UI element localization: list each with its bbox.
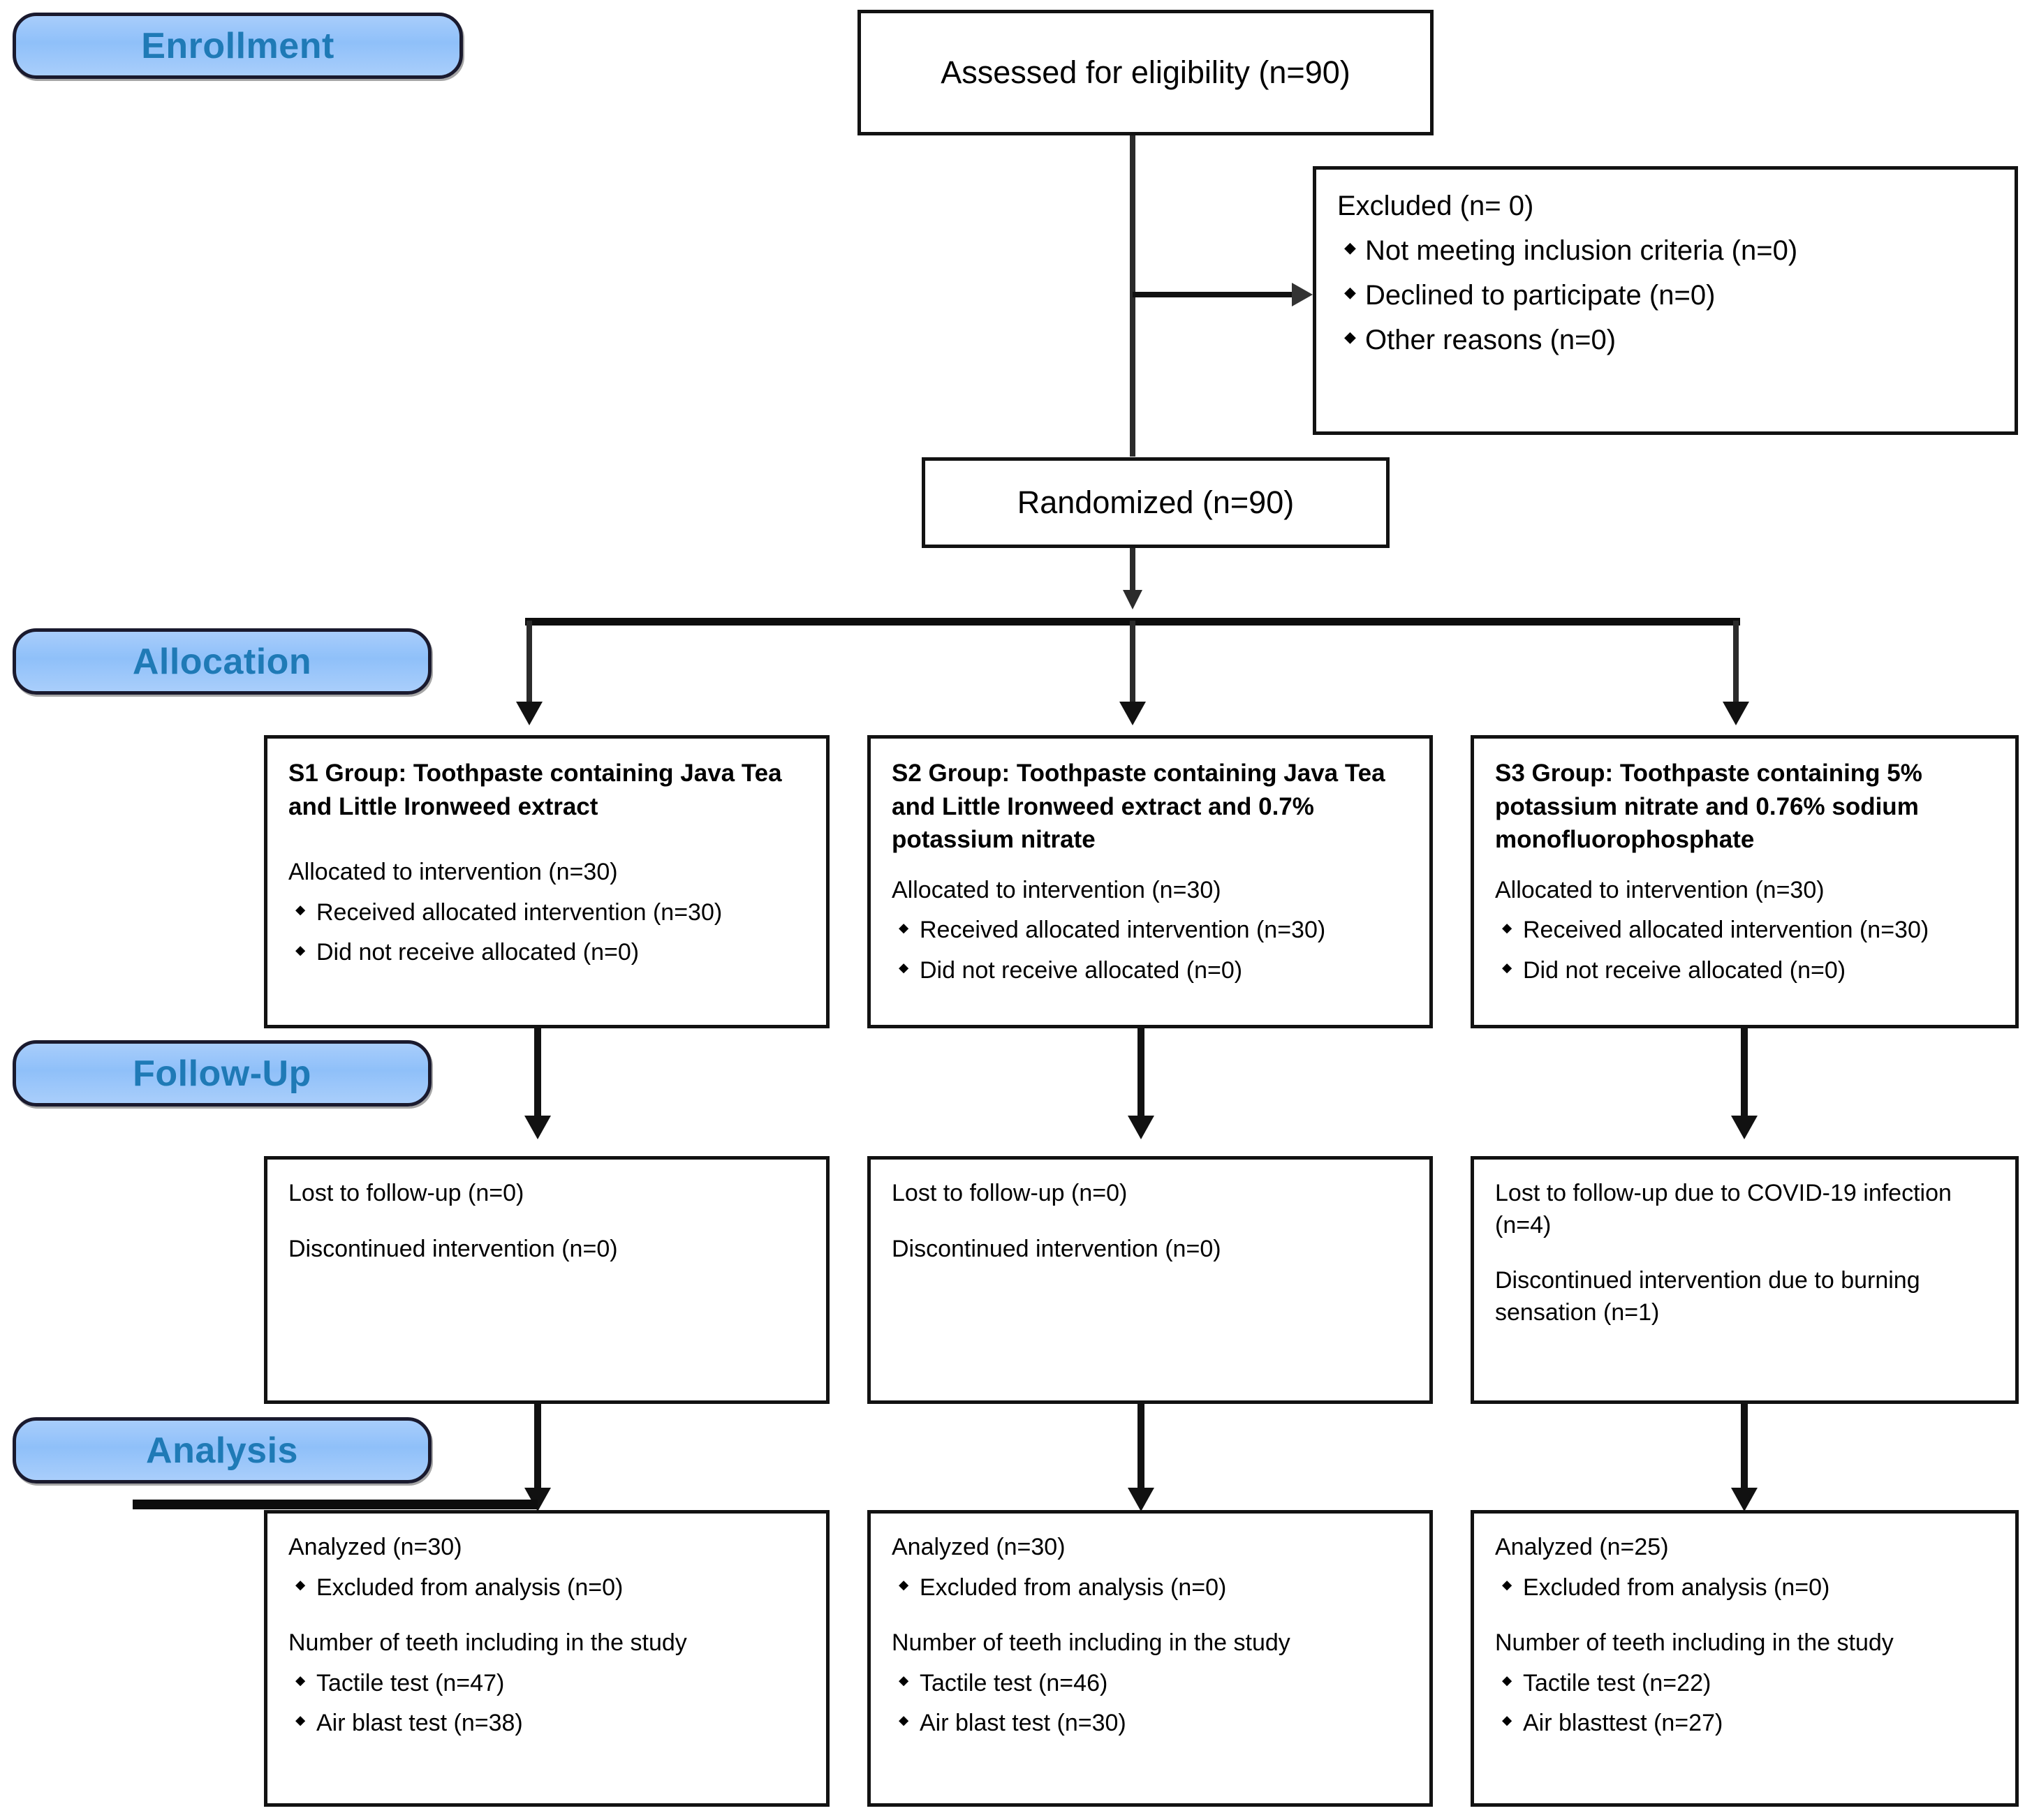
assessed-for-eligibility-text: Assessed for eligibility (n=90) <box>941 54 1350 91</box>
list-item: Air blast test (n=30) <box>892 1708 1411 1740</box>
analysis-box-s1: Analyzed (n=30) Excluded from analysis (… <box>264 1510 830 1807</box>
followup-box-s2: Lost to follow-up (n=0) Discontinued int… <box>867 1156 1433 1404</box>
connector-split-to-group2-arrowhead <box>1119 702 1146 725</box>
teeth-count-title: Number of teeth including in the study <box>1495 1629 1894 1657</box>
connector-followup2-to-analysis2-arrowhead <box>1128 1488 1154 1511</box>
randomized-text: Randomized (n=90) <box>1017 484 1295 521</box>
allocated-to-intervention: Allocated to intervention (n=30) <box>288 859 618 886</box>
lost-to-followup: Lost to follow-up (n=0) <box>288 1180 524 1206</box>
teeth-test-list: Tactile test (n=47) Air blast test (n=38… <box>288 1668 808 1740</box>
list-item: Received allocated intervention (n=30) <box>892 915 1411 947</box>
analysis-box-s3: Analyzed (n=25) Excluded from analysis (… <box>1471 1510 2019 1807</box>
analysis-excluded-list: Excluded from analysis (n=0) <box>288 1572 808 1604</box>
stage-label-enrollment: Enrollment <box>13 13 463 79</box>
followup-box-s3: Lost to follow-up due to COVID-19 infect… <box>1471 1156 2019 1404</box>
connector-group2-to-followup2-arrowhead <box>1128 1116 1154 1139</box>
allocation-item-list: Received allocated intervention (n=30) D… <box>288 897 808 969</box>
connector-followup2-to-analysis2 <box>1137 1404 1144 1495</box>
connector-split-to-group2 <box>1130 621 1135 704</box>
allocation-box-s2: S2 Group: Toothpaste containing Java Tea… <box>867 735 1433 1028</box>
analysis-excluded-list: Excluded from analysis (n=0) <box>1495 1572 1997 1604</box>
allocated-to-intervention: Allocated to intervention (n=30) <box>1495 876 1825 903</box>
connector-split-to-group1 <box>526 621 532 704</box>
connector-randomized-down <box>1130 548 1135 597</box>
discontinued-intervention: Discontinued intervention (n=0) <box>288 1235 618 1262</box>
stage-label-followup-text: Follow-Up <box>133 1053 311 1094</box>
list-item: Air blast test (n=38) <box>288 1708 808 1740</box>
allocation-heading: S1 Group: Toothpaste containing Java Tea… <box>288 760 782 820</box>
followup-box-s1: Lost to follow-up (n=0) Discontinued int… <box>264 1156 830 1404</box>
list-item: Not meeting inclusion criteria (n=0) <box>1337 232 1996 269</box>
teeth-count-title: Number of teeth including in the study <box>288 1629 687 1657</box>
list-item: Tactile test (n=46) <box>892 1668 1411 1700</box>
stage-label-followup: Follow-Up <box>13 1040 432 1107</box>
allocation-item-list: Received allocated intervention (n=30) D… <box>1495 915 1997 986</box>
connector-randomized-down-arrowhead <box>1123 590 1142 609</box>
list-item: Did not receive allocated (n=0) <box>1495 955 1997 987</box>
teeth-test-list: Tactile test (n=22) Air blasttest (n=27) <box>1495 1668 1997 1740</box>
connector-group3-to-followup3-arrowhead <box>1731 1116 1758 1139</box>
list-item: Declined to participate (n=0) <box>1337 277 1996 313</box>
analysis-excluded-list: Excluded from analysis (n=0) <box>892 1572 1411 1604</box>
teeth-count-title: Number of teeth including in the study <box>892 1629 1290 1657</box>
connector-group2-to-followup2 <box>1137 1028 1144 1123</box>
teeth-test-list: Tactile test (n=46) Air blast test (n=30… <box>892 1668 1411 1740</box>
connector-to-excluded-arrowhead <box>1292 283 1313 306</box>
list-item: Did not receive allocated (n=0) <box>288 937 808 969</box>
list-item: Excluded from analysis (n=0) <box>288 1572 808 1604</box>
stage-label-allocation-text: Allocation <box>132 641 312 682</box>
stage-label-analysis: Analysis <box>13 1417 432 1484</box>
allocated-to-intervention: Allocated to intervention (n=30) <box>892 876 1221 903</box>
analyzed-count: Analyzed (n=30) <box>288 1534 462 1560</box>
connector-followup1-to-analysis1 <box>534 1404 541 1495</box>
stage-label-allocation: Allocation <box>13 628 432 695</box>
connector-split-to-group3 <box>1733 621 1739 704</box>
allocation-box-s1: S1 Group: Toothpaste containing Java Tea… <box>264 735 830 1028</box>
connector-to-excluded <box>1133 292 1295 297</box>
connector-split-to-group3-arrowhead <box>1723 702 1749 725</box>
list-item: Did not receive allocated (n=0) <box>892 955 1411 987</box>
allocation-item-list: Received allocated intervention (n=30) D… <box>892 915 1411 986</box>
analyzed-count: Analyzed (n=25) <box>1495 1534 1669 1560</box>
connector-group1-to-followup1-arrowhead <box>524 1116 551 1139</box>
list-item: Tactile test (n=22) <box>1495 1668 1997 1700</box>
connector-split-to-group1-arrowhead <box>516 702 543 725</box>
connector-followup3-to-analysis3-arrowhead <box>1731 1488 1758 1511</box>
stage-label-enrollment-text: Enrollment <box>141 25 334 66</box>
assessed-for-eligibility-box: Assessed for eligibility (n=90) <box>857 10 1434 135</box>
discontinued-intervention: Discontinued intervention due to burning… <box>1495 1267 1920 1326</box>
list-item: Excluded from analysis (n=0) <box>892 1572 1411 1604</box>
list-item: Tactile test (n=47) <box>288 1668 808 1700</box>
discontinued-intervention: Discontinued intervention (n=0) <box>892 1235 1221 1262</box>
analysis-connector-artifact-bar <box>133 1500 538 1509</box>
excluded-box: Excluded (n= 0) Not meeting inclusion cr… <box>1313 166 2018 435</box>
list-item: Other reasons (n=0) <box>1337 322 1996 358</box>
connector-group3-to-followup3 <box>1741 1028 1748 1123</box>
lost-to-followup: Lost to follow-up (n=0) <box>892 1180 1128 1206</box>
allocation-box-s3: S3 Group: Toothpaste containing 5% potas… <box>1471 735 2019 1028</box>
connector-followup3-to-analysis3 <box>1741 1404 1748 1495</box>
lost-to-followup: Lost to follow-up due to COVID-19 infect… <box>1495 1180 1952 1238</box>
list-item: Received allocated intervention (n=30) <box>288 897 808 929</box>
list-item: Excluded from analysis (n=0) <box>1495 1572 1997 1604</box>
list-item: Air blasttest (n=27) <box>1495 1708 1997 1740</box>
excluded-title: Excluded (n= 0) <box>1337 191 1534 221</box>
stage-label-analysis-text: Analysis <box>146 1430 298 1471</box>
analyzed-count: Analyzed (n=30) <box>892 1534 1066 1560</box>
allocation-heading: S2 Group: Toothpaste containing Java Tea… <box>892 760 1385 854</box>
allocation-heading: S3 Group: Toothpaste containing 5% potas… <box>1495 760 1922 854</box>
excluded-reason-list: Not meeting inclusion criteria (n=0) Dec… <box>1337 232 1996 358</box>
randomized-box: Randomized (n=90) <box>922 457 1390 548</box>
analysis-box-s2: Analyzed (n=30) Excluded from analysis (… <box>867 1510 1433 1807</box>
list-item: Received allocated intervention (n=30) <box>1495 915 1997 947</box>
connector-group1-to-followup1 <box>534 1028 541 1123</box>
